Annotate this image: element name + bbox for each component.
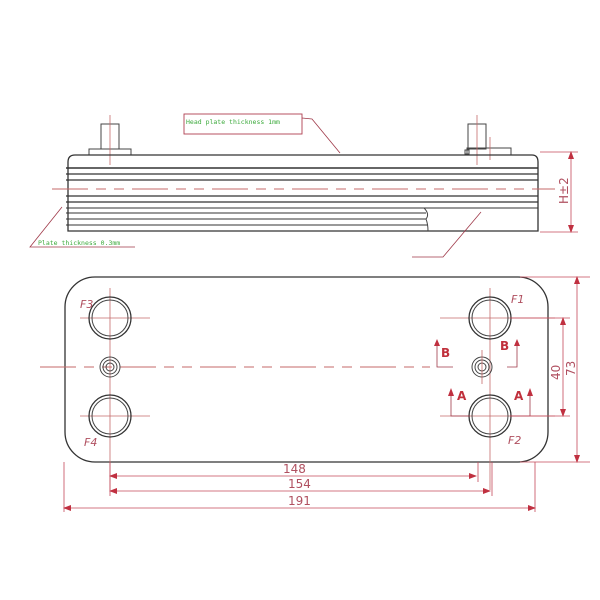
section-a-right-label: A (514, 389, 524, 403)
port-f1: F1 (468, 293, 524, 340)
dimension-148: 148 (109, 462, 477, 479)
dimension-191-label: 191 (288, 494, 311, 508)
side-view: Head plate thickness 1mm Plate thickness… (29, 113, 578, 258)
port-f3-label: F3 (80, 298, 93, 311)
section-b-left-label: B (441, 346, 450, 360)
dimension-191: 191 (63, 494, 536, 511)
port-f3: F3 (80, 296, 132, 340)
right-fastener (471, 350, 493, 384)
head-plate-leader (301, 117, 341, 154)
right-leader (412, 211, 482, 258)
dimension-148-label: 148 (283, 462, 306, 476)
dimension-154-label: 154 (288, 477, 311, 491)
plate-outline (64, 276, 549, 463)
port-f4-label: F4 (84, 436, 97, 449)
section-marker-b: B B (434, 339, 520, 368)
dimension-154: 154 (109, 477, 491, 494)
dimension-40: 40 (510, 317, 570, 417)
dimension-73: 73 (520, 276, 590, 463)
left-fastener (99, 356, 121, 378)
right-connection-stud (464, 115, 512, 165)
height-dimension: H±2 (540, 151, 578, 233)
section-a-left-label: A (457, 389, 467, 403)
head-plate-note-box (183, 113, 303, 135)
port-f4: F4 (84, 394, 132, 449)
front-view: F3 F4 F1 F2 (40, 276, 590, 512)
left-connection-stud (88, 115, 132, 165)
section-marker-a: A A (448, 388, 533, 417)
plate-thickness-note: Plate thickness 0.3mm (38, 239, 120, 247)
side-body-outline (67, 154, 539, 232)
port-f2-label: F2 (508, 434, 521, 447)
dimension-40-label: 40 (549, 365, 563, 380)
plate-thickness-leader (29, 206, 135, 248)
port-f1-label: F1 (511, 293, 524, 306)
head-plate-note: Head plate thickness 1mm (186, 118, 280, 126)
dimension-73-label: 73 (564, 361, 578, 376)
break-line (423, 207, 429, 232)
section-b-right-label: B (500, 339, 509, 353)
height-dimension-label: H±2 (557, 177, 571, 204)
